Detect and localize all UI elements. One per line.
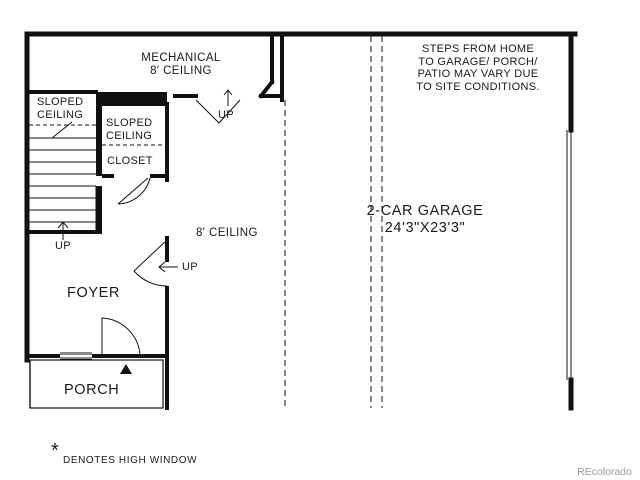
mechanical-label: MECHANICAL 8' CEILING [96,52,266,78]
foyer-label: FOYER [67,285,120,301]
entry-door [101,239,168,356]
garage-note-line: STEPS FROM HOME [421,43,535,55]
garage-name: 2-CAR GARAGE [366,203,484,219]
stairs-up-label: UP [55,240,71,252]
garage-note-line: PATIO MAY VARY DUE [417,68,539,81]
high-window-legend: DENOTES HIGH WINDOW [63,455,198,466]
porch [27,352,167,409]
sloped-ceiling-stair-label: SLOPED CEILING [37,96,84,121]
mechanical-door-up-label: UP [218,109,234,121]
closet-door [117,177,151,205]
high-window-symbol: * [51,440,59,462]
closet-label: CLOSET [107,155,153,167]
mechanical-name: MECHANICAL [141,52,221,64]
garage-dimensions: 24'3"X23'3" [384,219,466,236]
garage-lines [284,36,383,408]
garage-note: STEPS FROM HOME TO GARAGE/ PORCH/ PATIO … [398,43,558,94]
garage-note-line: TO GARAGE/ PORCH/ [418,55,538,68]
entry-marker-icon [120,364,132,374]
garage-up-arrow [158,261,178,273]
garage-label: 2-CAR GARAGE 24'3"X23'3" [340,203,510,236]
staircase [29,121,102,240]
watermark: REcolorado [577,466,632,478]
garage-door [566,130,572,380]
closet-walls [96,92,167,178]
interior-walls [27,34,284,410]
exterior-walls [24,31,578,411]
garage-note-line: TO SITE CONDITIONS. [416,80,540,93]
hall-ceiling-label: 8' CEILING [196,227,258,239]
mechanical-door [195,89,241,124]
mechanical-ceiling: 8' CEILING [150,65,212,78]
garage-door-up-label: UP [182,261,198,273]
sloped-ceiling-closet-label: SLOPED CEILING [106,117,153,142]
porch-label: PORCH [64,382,120,398]
